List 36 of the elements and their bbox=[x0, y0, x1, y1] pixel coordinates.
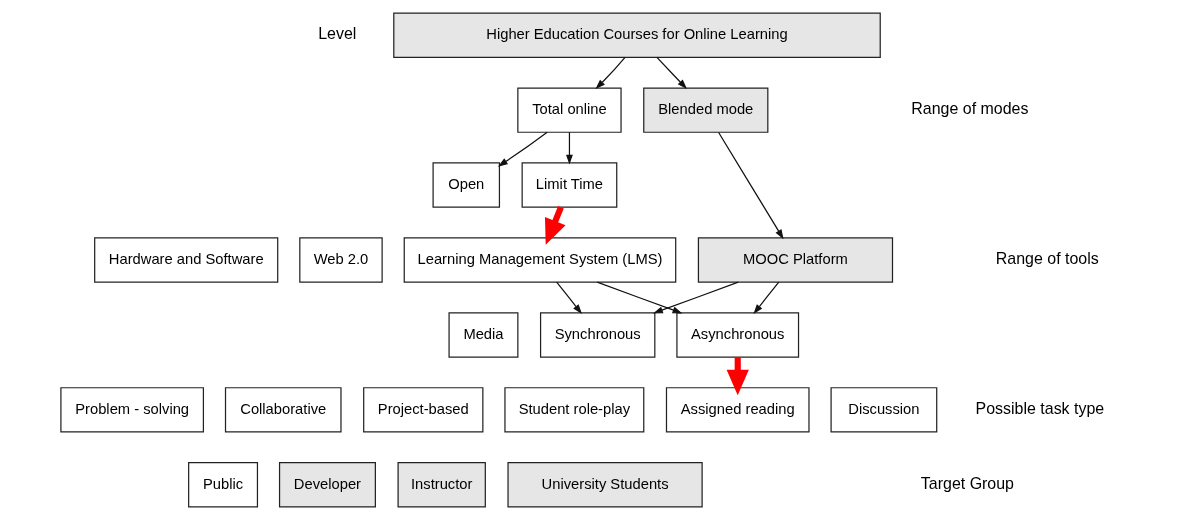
node-box: Assigned reading bbox=[665, 387, 810, 433]
label: Range of tools bbox=[995, 250, 1099, 268]
node-box: Open bbox=[432, 162, 501, 208]
node-box: Student role-play bbox=[504, 387, 645, 433]
node-box: Blended mode bbox=[643, 87, 769, 133]
node-box: Collaborative bbox=[224, 387, 342, 433]
node-box: MOOC Platform bbox=[697, 237, 894, 283]
arrow bbox=[753, 281, 780, 314]
arrow bbox=[566, 131, 573, 165]
node-box: Limit Time bbox=[521, 162, 618, 208]
node-box: Project-based bbox=[363, 387, 484, 433]
node-box: Developer bbox=[278, 462, 376, 508]
node-box: Asynchronous bbox=[676, 312, 800, 358]
node-box: University Students bbox=[507, 462, 703, 508]
node-box: Total online bbox=[517, 87, 622, 133]
node-box: Higher Education Courses for Online Learning bbox=[393, 12, 881, 58]
arrow bbox=[595, 56, 626, 90]
node-box: Learning Management System (LMS) bbox=[403, 237, 677, 283]
label: Possible task type bbox=[975, 400, 1105, 418]
node-box: Problem - solving bbox=[60, 387, 204, 433]
label: Level bbox=[318, 25, 357, 43]
label: Target Group bbox=[920, 474, 1014, 492]
label: Range of modes bbox=[911, 100, 1029, 118]
node-box: Instructor bbox=[397, 462, 486, 508]
arrow bbox=[556, 281, 582, 314]
arrow bbox=[596, 281, 683, 314]
arrow bbox=[497, 131, 548, 167]
node-box: Web 2.0 bbox=[299, 237, 383, 283]
node-box: Public bbox=[188, 462, 259, 508]
node-box: Hardware and Software bbox=[94, 237, 279, 283]
arrow bbox=[653, 281, 739, 314]
node-box: Discussion bbox=[830, 387, 938, 433]
node-box: Synchronous bbox=[539, 312, 656, 358]
arrow bbox=[718, 131, 784, 240]
node-box: Media bbox=[448, 312, 519, 358]
arrow bbox=[656, 56, 687, 90]
